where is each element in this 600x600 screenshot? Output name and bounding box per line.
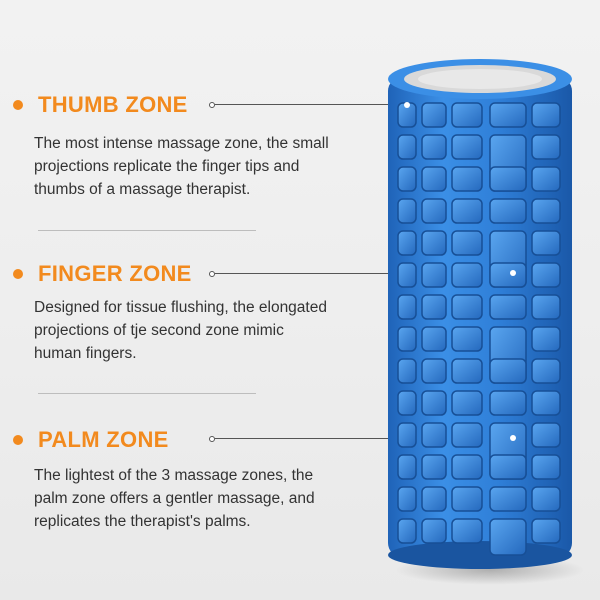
foam-roller-image (380, 55, 580, 585)
finger-zone-pointer-dot (209, 271, 215, 277)
finger-zone-description-line: projections of tje second zone mimic (34, 322, 284, 339)
thumb-zone-description-line: thumbs of a massage therapist. (34, 181, 251, 198)
finger-zone-description-line: human fingers. (34, 345, 137, 362)
palm-zone-description-line: palm zone offers a gentler massage, and (34, 490, 315, 507)
finger-zone-bullet-icon (13, 269, 23, 279)
finger-zone-description-line: Designed for tissue flushing, the elonga… (34, 299, 327, 316)
thumb-zone-description: The most intense massage zone, the small… (34, 132, 374, 201)
thumb-zone-pointer-line (215, 104, 405, 105)
palm-zone-pointer-line (215, 438, 510, 439)
palm-zone-description-line: replicates the therapist's palms. (34, 513, 251, 530)
palm-zone-bullet-icon (13, 435, 23, 445)
finger-zone-pointer-line (215, 273, 510, 274)
thumb-zone-pointer-dot (209, 102, 215, 108)
thumb-zone-bullet-icon (13, 100, 23, 110)
section-divider (38, 230, 256, 231)
thumb-zone-description-line: The most intense massage zone, the small (34, 135, 329, 152)
palm-zone-description-line: The lightest of the 3 massage zones, the (34, 467, 314, 484)
palm-zone-description: The lightest of the 3 massage zones, the… (34, 464, 374, 533)
palm-zone-pointer-dot (209, 436, 215, 442)
section-divider (38, 393, 256, 394)
finger-zone-description: Designed for tissue flushing, the elonga… (34, 296, 374, 365)
palm-zone-title: PALM ZONE (38, 427, 169, 452)
thumb-zone-description-line: projections replicate the finger tips an… (34, 158, 300, 175)
finger-zone-title: FINGER ZONE (38, 261, 192, 286)
thumb-zone-title: THUMB ZONE (38, 92, 188, 117)
